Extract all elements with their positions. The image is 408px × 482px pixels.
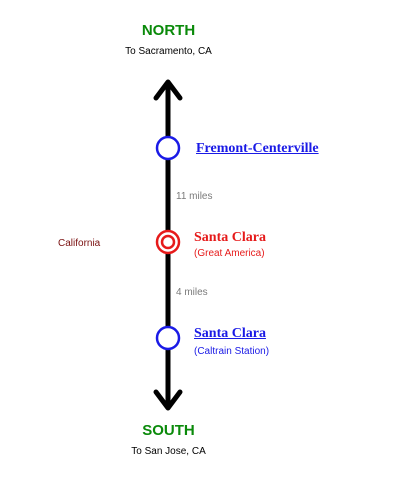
south-label: SOUTH — [142, 422, 195, 439]
state-label: California — [58, 238, 101, 249]
current-station-note: (Great America) — [194, 248, 265, 259]
station-marker-fremont-centerville[interactable] — [155, 135, 181, 161]
segment-distance-1: 11 miles — [176, 191, 213, 202]
south-destination: To San Jose, CA — [131, 446, 206, 457]
segment-distance-2: 4 miles — [176, 287, 208, 298]
north-destination: To Sacramento, CA — [125, 46, 212, 57]
current-station-name: Santa Clara — [194, 230, 266, 245]
north-label: NORTH — [141, 22, 196, 39]
current-station-icon — [160, 234, 176, 250]
station-note-caltrain: (Caltrain Station) — [194, 346, 270, 357]
station-link-fremont-centerville[interactable]: Fremont-Centerville — [196, 141, 319, 156]
station-link-santa-clara-caltrain[interactable]: Santa Clara — [194, 326, 266, 341]
south-arrow-icon — [153, 389, 183, 411]
station-marker-santa-clara-caltrain[interactable] — [155, 325, 181, 351]
north-arrow-icon — [153, 79, 183, 101]
